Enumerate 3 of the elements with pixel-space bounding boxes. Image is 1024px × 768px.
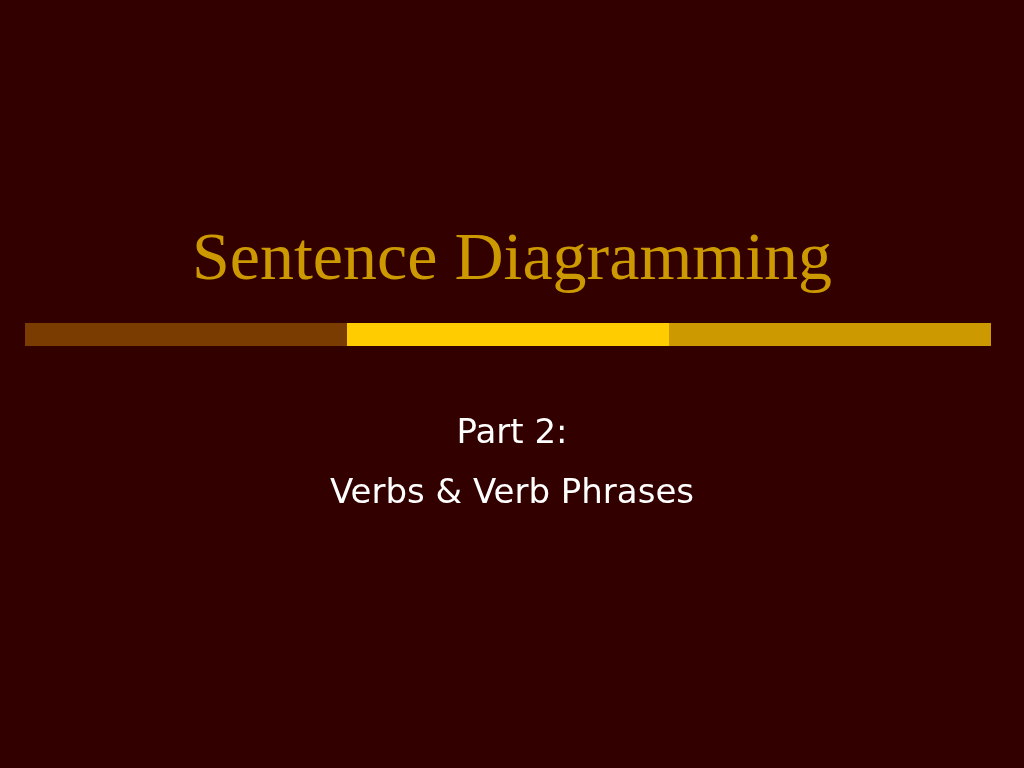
slide-title: Sentence Diagramming <box>191 218 833 294</box>
subtitle-text: Part 2: <box>456 411 568 451</box>
subtitle-text: Verbs & Verb Phrases <box>329 471 695 511</box>
